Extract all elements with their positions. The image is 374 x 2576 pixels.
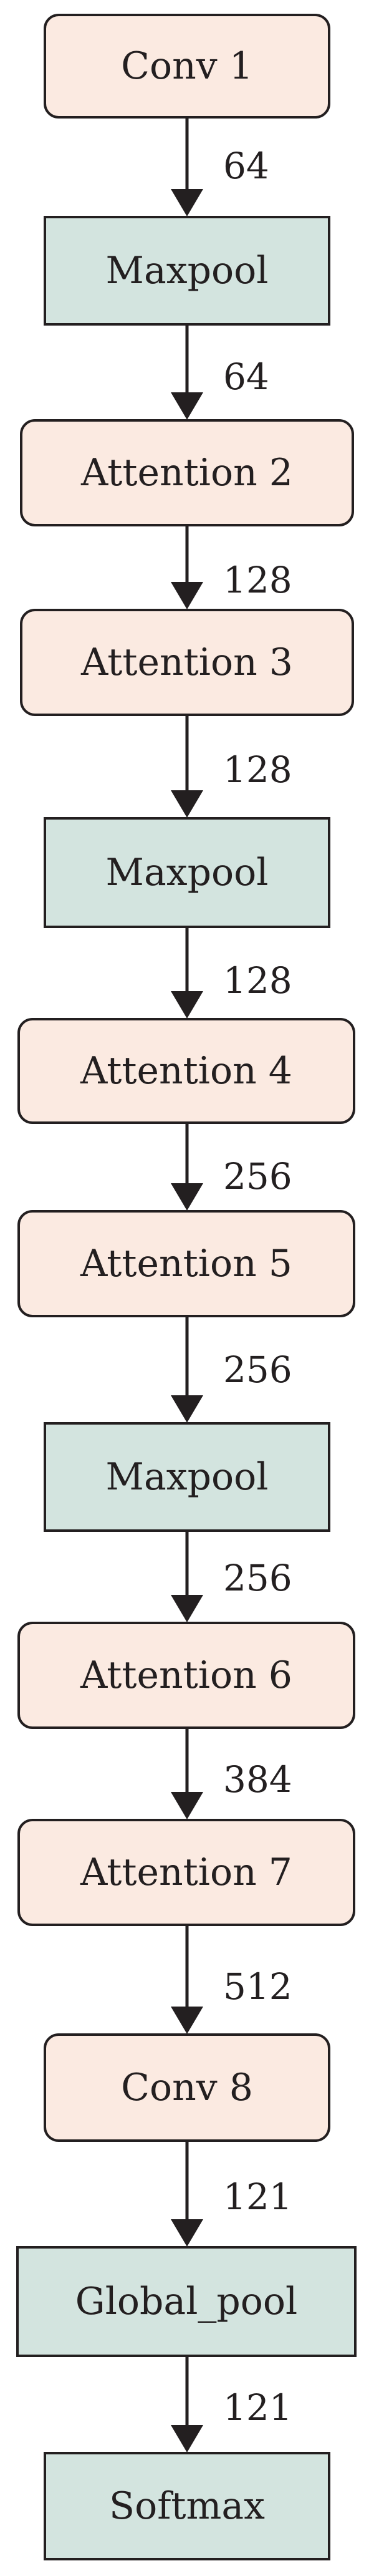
- block-conv-1: Conv 1: [44, 14, 330, 119]
- block-label: Attention 6: [80, 1654, 292, 1697]
- layer-box: [17, 1622, 355, 1729]
- arrow-head: [171, 582, 203, 609]
- layer-box: [44, 14, 330, 119]
- block-attention-3: Attention 3: [20, 609, 354, 716]
- edge-arrow: 256: [171, 1532, 292, 1622]
- edge-channel-label: 121: [223, 2386, 292, 2429]
- block-conv-8: Conv 8: [44, 2033, 330, 2142]
- block-label: Maxpool: [106, 851, 269, 894]
- block-softmax: Softmax: [44, 2452, 330, 2560]
- pool-box: [44, 216, 330, 326]
- arrow-head: [171, 1792, 203, 1819]
- block-maxpool: Maxpool: [44, 1422, 330, 1532]
- layer-box: [17, 1819, 355, 1926]
- block-label: Maxpool: [106, 249, 269, 293]
- block-label: Conv 1: [121, 44, 253, 88]
- block-label: Attention 2: [80, 451, 293, 495]
- arrow-head: [171, 1595, 203, 1622]
- block-label: Softmax: [109, 2484, 265, 2528]
- arrow-head: [171, 2007, 203, 2034]
- arrow-head: [171, 1395, 203, 1423]
- block-label: Attention 5: [80, 1242, 292, 1286]
- block-label: Attention 3: [80, 641, 293, 684]
- block-label: Conv 8: [121, 2066, 253, 2109]
- edge-arrow: 64: [171, 119, 269, 216]
- edge-arrow: 64: [171, 326, 269, 420]
- arrow-head: [171, 1183, 203, 1211]
- edge-arrow: 384: [171, 1729, 292, 1819]
- block-label: Maxpool: [106, 1455, 269, 1499]
- block-label: Attention 4: [80, 1049, 292, 1093]
- edge-arrow: 128: [171, 928, 292, 1019]
- edge-channel-label: 384: [223, 1758, 292, 1801]
- arrow-head: [171, 189, 203, 216]
- edge-arrow: 128: [171, 716, 292, 818]
- block-attention-2: Attention 2: [20, 419, 354, 526]
- edge-channel-label: 64: [223, 145, 269, 187]
- block-attention-6: Attention 6: [17, 1622, 355, 1729]
- edge-channel-label: 121: [223, 2176, 292, 2218]
- edge-arrow: 121: [171, 2142, 292, 2247]
- pool-box: [44, 2452, 330, 2560]
- edges-layer: 64 64 128 128 128 256 256 256 384 512 121 121: [171, 119, 292, 2453]
- edge-arrow: 256: [171, 1317, 292, 1423]
- block-attention-7: Attention 7: [17, 1819, 355, 1926]
- edge-channel-label: 128: [223, 959, 292, 1002]
- layer-box: [20, 419, 354, 526]
- arrow-head: [171, 991, 203, 1019]
- layer-box: [17, 1210, 355, 1317]
- edge-channel-label: 256: [223, 1349, 292, 1391]
- block-attention-5: Attention 5: [17, 1210, 355, 1317]
- block-maxpool: Maxpool: [44, 817, 330, 928]
- edge-arrow: 256: [171, 1124, 292, 1211]
- pool-box: [44, 817, 330, 928]
- edge-channel-label: 128: [223, 559, 292, 601]
- edge-channel-label: 256: [223, 1155, 292, 1198]
- layer-box: [20, 609, 354, 716]
- edge-arrow: 121: [171, 2357, 292, 2453]
- arrow-head: [171, 2219, 203, 2247]
- block-attention-4: Attention 4: [17, 1018, 355, 1124]
- edge-channel-label: 256: [223, 1557, 292, 1599]
- arrow-head: [171, 790, 203, 818]
- block-label: Attention 7: [80, 1851, 292, 1894]
- edge-arrow: 128: [171, 526, 292, 609]
- pool-box: [44, 1422, 330, 1532]
- edge-channel-label: 128: [223, 748, 292, 791]
- arrow-head: [171, 392, 203, 420]
- block-global-pool: Global_pool: [16, 2246, 357, 2357]
- edge-channel-label: 64: [223, 356, 269, 398]
- edge-arrow: 512: [171, 1926, 292, 2034]
- layer-box: [17, 1018, 355, 1124]
- edge-channel-label: 512: [223, 1965, 292, 2008]
- arrow-head: [171, 2425, 203, 2453]
- block-maxpool: Maxpool: [44, 216, 330, 326]
- block-label: Global_pool: [75, 2280, 297, 2323]
- layer-box: [44, 2033, 330, 2142]
- pool-box: [16, 2246, 357, 2357]
